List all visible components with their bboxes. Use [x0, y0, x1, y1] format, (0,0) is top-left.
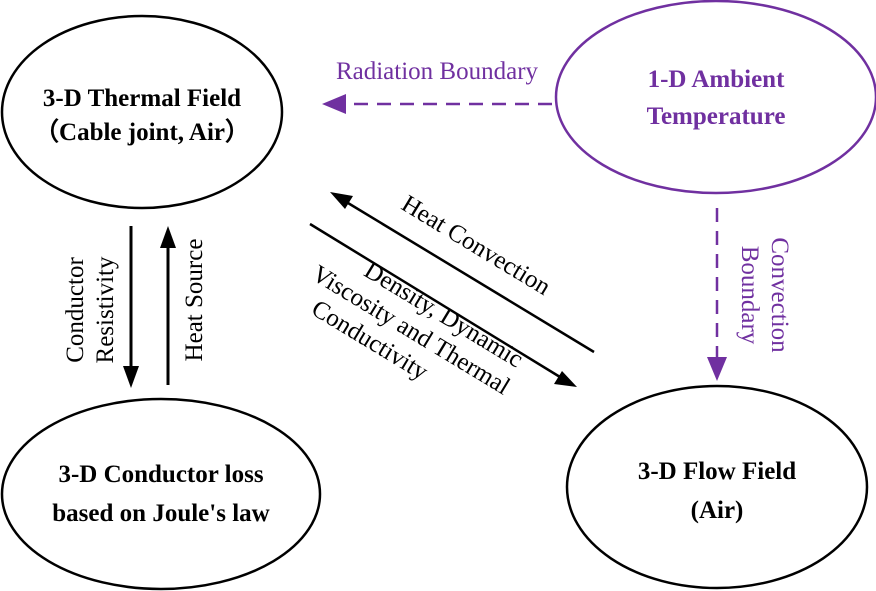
flow-field-title: 3-D Flow Field: [638, 458, 796, 485]
heat-convection-arrow: [347, 201, 595, 354]
thermal-field-title: 3-D Thermal Field: [43, 85, 241, 112]
heat-source-label: Heat Source: [181, 239, 208, 362]
ambient-temperature-title: 1-D Ambient: [648, 66, 785, 93]
radiation-boundary-label: Radiation Boundary: [336, 58, 539, 85]
ambient-temperature-node: [554, 0, 876, 195]
flow-field-subtitle: (Air): [691, 497, 744, 524]
flow-field-node: [565, 384, 869, 590]
conductor-resistivity-label-line1: Conductor: [62, 257, 89, 363]
heat-convection-arrowhead: [330, 192, 353, 209]
convection-boundary-label-line2: Boundary: [736, 246, 763, 345]
conductor-loss-title: 3-D Conductor loss: [58, 461, 263, 488]
thermal-field-subtitle: （Cable joint, Air）: [34, 117, 250, 146]
conductor-loss-subtitle: based on Joule's law: [52, 500, 269, 527]
heat-source-arrowhead: [160, 226, 176, 248]
thermal-field-node: [0, 14, 284, 210]
properties-arrowhead: [554, 371, 577, 387]
radiation-boundary-arrowhead: [322, 94, 346, 114]
properties-arrow: [309, 222, 561, 379]
convection-boundary-arrowhead: [707, 357, 727, 381]
ambient-temperature-subtitle: Temperature: [647, 103, 786, 130]
conductor-resistivity-label-line2: Resistivity: [92, 256, 119, 363]
convection-boundary-label-line1: Convection: [766, 237, 793, 353]
conductor-loss-node: [0, 397, 322, 591]
conductor-resistivity-arrowhead: [123, 366, 139, 388]
